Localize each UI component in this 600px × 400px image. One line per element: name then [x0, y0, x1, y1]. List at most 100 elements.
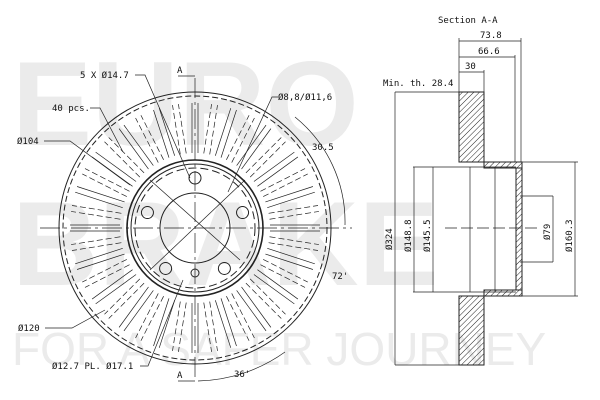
vane-line — [104, 141, 141, 178]
angle-arc-right — [294, 116, 346, 226]
label-bolt-holes: 5 X Ø14.7 — [80, 70, 129, 81]
vane-line — [203, 104, 212, 154]
vane-line — [241, 128, 272, 170]
vane-line — [71, 205, 122, 214]
vane-line — [220, 298, 237, 347]
angle-arc-bottom — [197, 351, 286, 382]
min-thickness: Min. th. 28.4 — [383, 79, 453, 89]
vane-line — [82, 173, 127, 197]
vane-line — [71, 211, 121, 220]
section-marker-bottom: A — [177, 371, 183, 381]
diagonal-1 — [149, 179, 241, 261]
vane-line — [265, 253, 314, 270]
dim-label-148: Ø148.8 — [403, 219, 414, 252]
vane-line — [71, 236, 121, 245]
leader-thread — [227, 96, 278, 193]
vane-line — [158, 108, 176, 156]
vane-line — [236, 124, 267, 166]
label-thread: Ø8,8/Ø11,6 — [278, 92, 332, 103]
vane-line — [135, 293, 159, 339]
vane-line — [104, 278, 141, 315]
dim-label-30: 30 — [465, 62, 476, 72]
bolt-hole — [159, 261, 173, 275]
hub-dashed — [134, 167, 256, 289]
vane-line — [236, 290, 267, 332]
dim-label-79: Ø79 — [542, 224, 553, 240]
label-angle-72: 72' — [332, 272, 348, 282]
vane-line — [172, 301, 181, 352]
vane-line — [220, 109, 237, 158]
vane-line — [153, 109, 170, 158]
vane-line — [241, 286, 272, 328]
bolt-hole — [140, 206, 154, 220]
vane-line — [84, 168, 130, 192]
dim-label-324: Ø324 — [384, 228, 395, 250]
vane-line — [249, 141, 286, 178]
vane-line — [267, 191, 315, 209]
vane-line — [249, 278, 286, 315]
vane-line — [76, 186, 125, 203]
watermark-tagline: FOR A SAFER JOURNEY — [12, 323, 546, 375]
label-angle-vane: 30.5 — [312, 143, 334, 153]
front-view — [40, 74, 352, 382]
vane-line — [153, 298, 170, 347]
vane-line — [231, 293, 255, 339]
vane-line — [269, 236, 319, 245]
vane-line — [76, 253, 125, 270]
cooling-vanes — [70, 103, 320, 353]
vane-line — [214, 300, 232, 348]
vane-line — [231, 117, 255, 163]
vane-line — [158, 300, 176, 348]
vane-line — [95, 151, 137, 182]
vane-line — [178, 302, 187, 352]
leader-bolt — [135, 74, 191, 179]
vane-line — [75, 191, 123, 209]
vane-line — [84, 264, 130, 288]
label-hub: Ø120 — [18, 323, 40, 334]
vane-line — [263, 259, 308, 283]
vane-line — [253, 274, 295, 305]
leader-hub — [45, 309, 106, 329]
vane-line — [123, 290, 154, 332]
hat-face — [515, 167, 523, 291]
vane-line — [269, 211, 319, 220]
vane-line — [257, 269, 299, 300]
label-angle-36: 36' — [234, 370, 250, 380]
section-marker-top: A — [177, 66, 183, 76]
vane-line — [268, 205, 319, 214]
hat-bottom — [483, 289, 523, 297]
vane-line — [172, 104, 181, 155]
vane-line — [135, 117, 159, 163]
section-view — [394, 38, 578, 366]
leader-pin — [140, 279, 184, 367]
vane-line — [123, 124, 154, 166]
vane-line — [118, 128, 149, 170]
label-pcd: Ø104 — [17, 136, 39, 147]
label-pin: Ø12.7 PL. Ø17.1 — [52, 361, 133, 372]
vane-line — [75, 247, 123, 265]
vane-line — [260, 168, 306, 192]
leader-vanes — [90, 107, 124, 153]
vane-line — [82, 259, 127, 283]
hat-top — [483, 161, 523, 169]
vane-line — [140, 296, 164, 341]
vane-line — [91, 269, 133, 300]
vane-line — [108, 137, 145, 174]
vane-line — [260, 264, 306, 288]
leader-pcd — [44, 140, 131, 186]
vane-line — [265, 186, 314, 203]
vane-line — [209, 104, 218, 155]
friction-ring-top — [458, 91, 485, 163]
vane-line — [108, 282, 145, 319]
vane-line — [71, 242, 122, 251]
vane-line — [226, 296, 250, 341]
dim-label-160: Ø160.3 — [564, 219, 575, 252]
vane-line — [268, 242, 319, 251]
vane-line — [226, 115, 250, 160]
vane-line — [245, 282, 282, 319]
label-vanes: 40 pcs. — [52, 104, 90, 114]
vane-line — [263, 173, 308, 197]
friction-ring-bottom — [458, 295, 485, 366]
